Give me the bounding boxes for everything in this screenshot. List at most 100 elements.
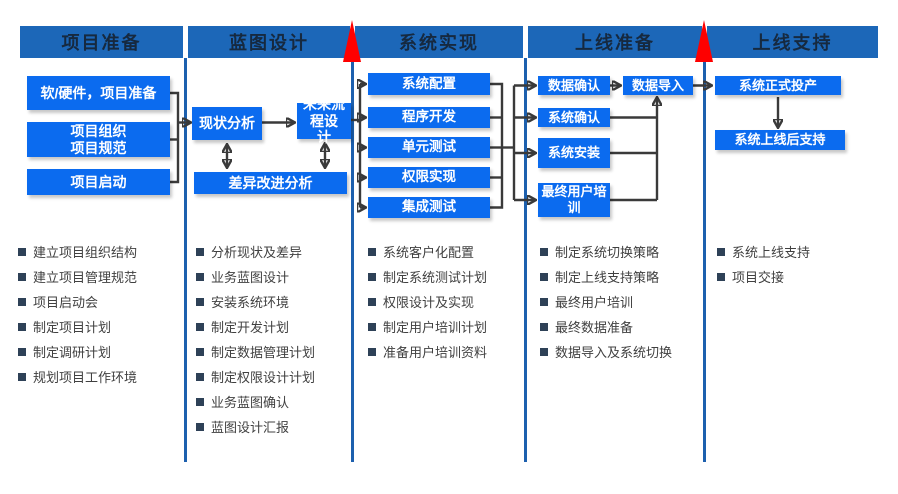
node-system-config: 系统配置 <box>368 73 490 95</box>
phase-header-realization: 系统实现 <box>355 26 523 58</box>
bullet-square-icon <box>368 322 376 331</box>
node-gap-improvement-analysis: 差异改进分析 <box>194 172 347 194</box>
node-project-org-standards: 项目组织 项目规范 <box>27 122 170 157</box>
task-item: 数据导入及系统切换 <box>540 339 672 364</box>
node-as-is-analysis: 现状分析 <box>192 107 262 140</box>
node-system-install: 系统安装 <box>538 138 610 168</box>
task-item: 制定系统切换策略 <box>540 239 672 264</box>
bullet-square-icon <box>368 272 376 281</box>
task-label: 系统上线支持 <box>732 245 811 260</box>
bullet-square-icon <box>18 272 26 281</box>
task-label: 制定数据管理计划 <box>211 345 316 360</box>
phase-divider <box>524 58 527 462</box>
task-item: 分析现状及差异 <box>196 239 315 264</box>
task-item: 权限设计及实现 <box>368 289 487 314</box>
bullet-square-icon <box>540 272 548 281</box>
task-item: 系统客户化配置 <box>368 239 487 264</box>
task-label: 分析现状及差异 <box>211 245 303 260</box>
task-label: 数据导入及系统切换 <box>555 345 673 360</box>
task-item: 建立项目组织结构 <box>18 239 137 264</box>
task-label: 安装系统环境 <box>211 295 290 310</box>
task-item: 最终数据准备 <box>540 314 672 339</box>
task-label: 准备用户培训资料 <box>383 345 488 360</box>
task-label: 业务蓝图设计 <box>211 270 290 285</box>
bullet-square-icon <box>196 397 204 406</box>
task-item: 系统上线支持 <box>717 239 810 264</box>
task-item: 制定调研计划 <box>18 339 137 364</box>
node-authorization-impl: 权限实现 <box>368 167 490 188</box>
task-item: 制定项目计划 <box>18 314 137 339</box>
task-item: 制定开发计划 <box>196 314 315 339</box>
task-label: 系统客户化配置 <box>383 245 475 260</box>
node-hw-sw-project-prep: 软/硬件，项目准备 <box>27 76 170 110</box>
task-label: 规划项目工作环境 <box>33 370 138 385</box>
task-label: 制定调研计划 <box>33 345 112 360</box>
node-program-dev: 程序开发 <box>368 107 490 128</box>
task-label: 制定用户培训计划 <box>383 320 488 335</box>
bullet-square-icon <box>368 247 376 256</box>
task-item: 制定数据管理计划 <box>196 339 315 364</box>
bullet-square-icon <box>540 347 548 356</box>
task-label: 最终数据准备 <box>555 320 634 335</box>
task-label: 制定权限设计计划 <box>211 370 316 385</box>
bullet-square-icon <box>18 297 26 306</box>
task-list-golive-prep: 制定系统切换策略 制定上线支持策略 最终用户培训 最终数据准备 数据导入及系统切… <box>540 239 672 364</box>
task-label: 制定系统测试计划 <box>383 270 488 285</box>
bullet-square-icon <box>18 347 26 356</box>
node-post-go-live-support: 系统上线后支持 <box>715 130 845 150</box>
bullet-square-icon <box>18 247 26 256</box>
node-data-import: 数据导入 <box>623 76 693 95</box>
bullet-square-icon <box>196 297 204 306</box>
node-unit-test: 单元测试 <box>368 137 490 158</box>
task-item: 项目交接 <box>717 264 810 289</box>
bullet-square-icon <box>196 322 204 331</box>
task-item: 项目启动会 <box>18 289 137 314</box>
phase-header-golive-prep: 上线准备 <box>528 26 702 58</box>
phase-divider <box>351 58 354 462</box>
milestone-triangle-icon <box>695 20 713 62</box>
task-list-golive-support: 系统上线支持 项目交接 <box>717 239 810 289</box>
phase-header-golive-support: 上线支持 <box>707 26 878 58</box>
task-item: 准备用户培训资料 <box>368 339 487 364</box>
task-label: 制定系统切换策略 <box>555 245 660 260</box>
task-label: 业务蓝图确认 <box>211 395 290 410</box>
milestone-triangle-icon <box>343 20 361 62</box>
node-integration-test: 集成测试 <box>368 197 490 218</box>
task-label: 建立项目管理规范 <box>33 270 138 285</box>
node-system-go-live: 系统正式投产 <box>715 76 841 95</box>
task-item: 最终用户培训 <box>540 289 672 314</box>
task-item: 业务蓝图确认 <box>196 389 315 414</box>
task-item: 蓝图设计汇报 <box>196 414 315 439</box>
task-label: 制定项目计划 <box>33 320 112 335</box>
task-item: 制定上线支持策略 <box>540 264 672 289</box>
bullet-square-icon <box>368 297 376 306</box>
task-label: 最终用户培训 <box>555 295 634 310</box>
bullet-square-icon <box>717 272 725 281</box>
task-label: 蓝图设计汇报 <box>211 420 290 435</box>
bullet-square-icon <box>717 247 725 256</box>
bullet-square-icon <box>196 347 204 356</box>
bullet-square-icon <box>540 322 548 331</box>
bullet-square-icon <box>18 322 26 331</box>
task-item: 建立项目管理规范 <box>18 264 137 289</box>
phase-divider <box>703 58 706 462</box>
node-data-confirm: 数据确认 <box>538 76 610 95</box>
task-list-blueprint: 分析现状及差异 业务蓝图设计 安装系统环境 制定开发计划 制定数据管理计划 制定… <box>196 239 315 439</box>
bullet-square-icon <box>196 247 204 256</box>
task-label: 制定开发计划 <box>211 320 290 335</box>
task-item: 安装系统环境 <box>196 289 315 314</box>
task-item: 制定权限设计计划 <box>196 364 315 389</box>
task-label: 权限设计及实现 <box>383 295 475 310</box>
phase-header-blueprint: 蓝图设计 <box>188 26 350 58</box>
task-label: 项目启动会 <box>33 295 99 310</box>
task-list-realization: 系统客户化配置 制定系统测试计划 权限设计及实现 制定用户培训计划 准备用户培训… <box>368 239 487 364</box>
bullet-square-icon <box>368 347 376 356</box>
task-item: 制定系统测试计划 <box>368 264 487 289</box>
node-project-kickoff: 项目启动 <box>27 169 170 195</box>
task-list-project-prep: 建立项目组织结构 建立项目管理规范 项目启动会 制定项目计划 制定调研计划 规划… <box>18 239 137 389</box>
bullet-square-icon <box>196 272 204 281</box>
bullet-square-icon <box>540 247 548 256</box>
task-item: 制定用户培训计划 <box>368 314 487 339</box>
